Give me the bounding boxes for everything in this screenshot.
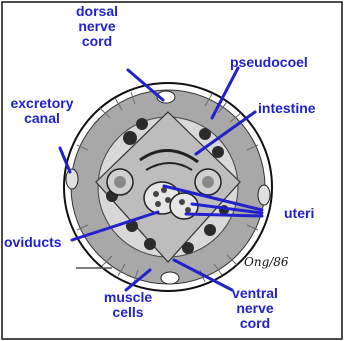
oviduct-right-core <box>202 176 214 188</box>
label-pseudocoel: pseudocoel <box>230 55 308 70</box>
label-dorsal-nerve-cord: dorsal nerve cord <box>62 4 132 49</box>
label-oviducts: oviducts <box>4 235 62 250</box>
label-dorsal-line-1: dorsal <box>62 4 132 19</box>
label-uteri: uteri <box>284 206 314 221</box>
oviduct-left-core <box>114 176 126 188</box>
label-muscle-line-1: muscle <box>92 290 164 305</box>
label-ventral-line-3: cord <box>218 316 292 331</box>
label-ventral-line-1: ventral <box>218 286 292 301</box>
leader-uteri-3 <box>186 214 262 216</box>
label-excretory-line-2: canal <box>4 111 80 126</box>
label-dorsal-line-3: cord <box>62 34 132 49</box>
label-muscle-line-2: cells <box>92 305 164 320</box>
excretory-canal-right <box>258 185 270 205</box>
label-intestine: intestine <box>258 101 316 116</box>
label-excretory-canal: excretory canal <box>4 96 80 126</box>
label-muscle-cells: muscle cells <box>92 290 164 320</box>
artist-signature: Ong/86 <box>244 255 289 269</box>
label-dorsal-line-2: nerve <box>62 19 132 34</box>
ventral-nerve-cord-shape <box>161 272 179 284</box>
label-excretory-line-1: excretory <box>4 96 80 111</box>
label-ventral-line-2: nerve <box>218 301 292 316</box>
label-ventral-nerve-cord: ventral nerve cord <box>218 286 292 331</box>
excretory-canal-left <box>66 169 78 189</box>
